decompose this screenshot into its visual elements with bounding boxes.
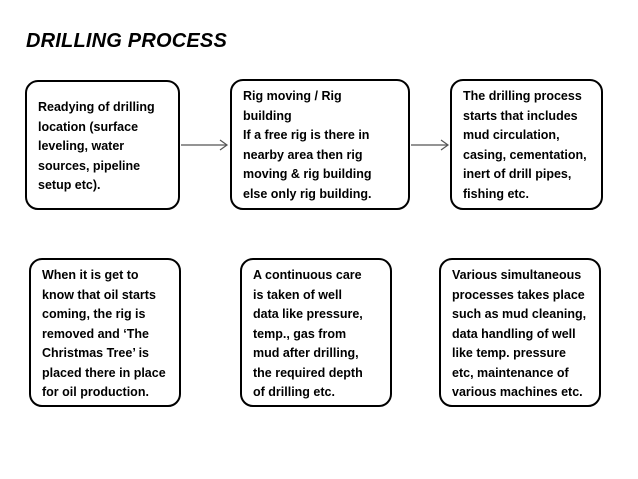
step-box-drilling-process: The drilling process starts that include… [450,79,603,210]
step-text: When it is get to know that oil starts c… [42,268,166,399]
step-box-continuous-care: A continuous care is taken of well data … [240,258,392,407]
step-box-simultaneous-processes: Various simultaneous processes takes pla… [439,258,601,407]
step-text: Readying of drilling location (surface l… [38,100,155,192]
diagram-title: DRILLING PROCESS [26,30,227,52]
step-box-readying-location: Readying of drilling location (surface l… [25,80,180,210]
step-text: The drilling process starts that include… [463,89,587,201]
step-text: Rig moving / Rig building If a free rig … [243,89,372,201]
arrow-step2-to-step3 [411,139,450,151]
step-box-rig-moving: Rig moving / Rig building If a free rig … [230,79,410,210]
step-text: Various simultaneous processes takes pla… [452,268,587,399]
step-text: A continuous care is taken of well data … [253,268,363,399]
step-box-christmas-tree: When it is get to know that oil starts c… [29,258,181,407]
arrow-step1-to-step2 [181,139,229,151]
